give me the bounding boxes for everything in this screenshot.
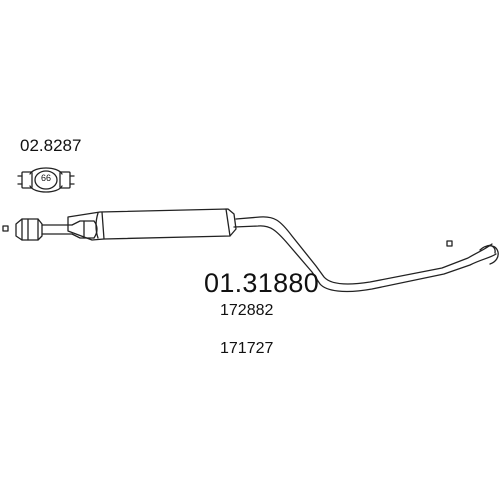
inlet-pipe xyxy=(41,220,98,239)
reference-number: 171727 xyxy=(220,340,274,357)
reference-number: 172882 xyxy=(220,302,274,319)
inlet-flange xyxy=(15,218,43,241)
tail-pipe xyxy=(233,216,499,293)
inlet-end-marker xyxy=(2,225,9,232)
silencer-body xyxy=(67,208,237,241)
clamp-size-label: 66 xyxy=(40,173,51,183)
exhaust-clamp xyxy=(17,167,75,193)
main-part-number: 01.31880 xyxy=(204,268,320,298)
outlet-end-marker xyxy=(446,240,453,247)
clamp-part-number: 02.8287 xyxy=(20,136,82,155)
